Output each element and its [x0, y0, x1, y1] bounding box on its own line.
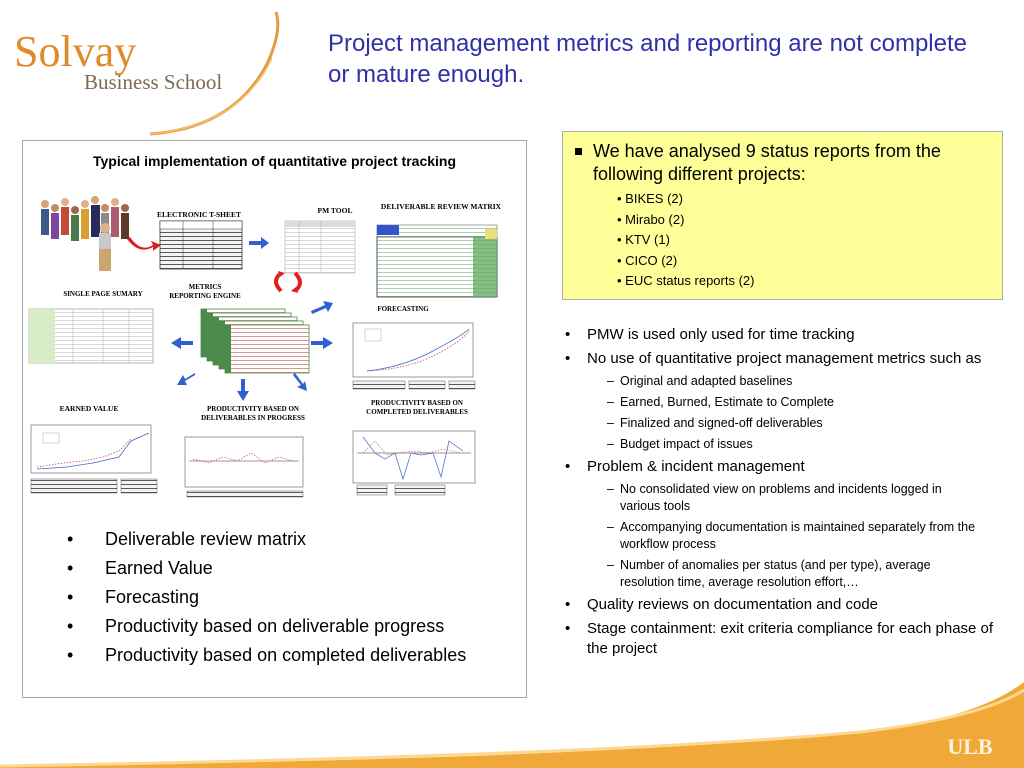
sub-item: –Number of anomalies per status (and per…: [607, 558, 931, 589]
arrow-down-icon: [237, 379, 249, 401]
list-item: • KTV (1): [617, 232, 670, 247]
list-item: •Quality reviews on documentation and co…: [565, 596, 879, 613]
arrow-to-forecasting-icon: [311, 301, 333, 314]
list-item: •Earned Value: [67, 558, 213, 578]
list-item: •No use of quantitative project manageme…: [565, 350, 982, 367]
slide-title: Project management metrics and reporting…: [328, 30, 967, 88]
list-item: • CICO (2): [617, 252, 678, 268]
prod-progress-chart-image: [184, 436, 304, 498]
prod-progress-label-2: DELIVERABLES IN PROGRESS: [201, 414, 305, 422]
left-bullet-list: •Deliverable review matrix •Earned Value…: [67, 527, 505, 672]
callout-text: We have analysed 9 status reports from t…: [593, 141, 941, 184]
review-matrix-label: DELIVERABLE REVIEW MATRIX: [381, 202, 502, 211]
prod-completed-label-1: PRODUCTIVITY BASED ON: [371, 399, 463, 407]
arrow-right-icon: [311, 337, 333, 349]
logo-title: Solvay: [14, 27, 137, 76]
list-item: • BIKES (2): [617, 191, 683, 206]
prod-completed-label-2: COMPLETED DELIVERABLES: [366, 408, 468, 416]
earned-value-label: EARNED VALUE: [60, 404, 119, 413]
reporting-engine-image: [200, 308, 310, 374]
list-item: •Productivity based on deliverable progr…: [67, 616, 445, 636]
panel-heading: Typical implementation of quantitative p…: [92, 153, 457, 169]
quantitative-tracking-panel: Typical implementation of quantitative p…: [22, 140, 527, 698]
engine-label-1: METRICS: [189, 283, 222, 291]
list-item: •Productivity based on completed deliver…: [67, 645, 467, 665]
people-group-image: [41, 196, 129, 271]
list-item: •Problem & incident management: [565, 458, 805, 475]
arrow-left-icon: [171, 337, 193, 349]
red-arrow-icon: [127, 237, 161, 251]
tracking-diagram: ELECTRONIC T-SHEET PM TOOL DELIVERABLE R…: [28, 196, 502, 498]
sub-item: –Earned, Burned, Estimate to Complete: [607, 395, 835, 409]
list-item: • EUC status reports (2): [617, 273, 755, 288]
list-item: •Stage containment: exit criteria compli…: [565, 620, 994, 657]
square-bullet-icon: [575, 148, 582, 155]
connector-arrow-icon: [249, 237, 269, 249]
ulb-logo: ULB: [947, 734, 993, 759]
arrow-down-right-icon: [293, 373, 307, 391]
pm-tool-label: PM TOOL: [318, 206, 353, 215]
sub-item: –Original and adapted baselines: [607, 374, 793, 388]
forecasting-chart-image: [352, 322, 476, 390]
list-item: •Deliverable review matrix: [67, 529, 307, 549]
list-item: • Mirabo (2): [617, 211, 685, 227]
pm-tool-image: [284, 220, 356, 274]
logo-swoosh: [149, 11, 280, 136]
findings-list: •PMW is used only used for time tracking…: [562, 325, 1002, 663]
bottom-swoosh: ULB: [0, 682, 1024, 768]
list-item: •PMW is used only used for time tracking: [565, 326, 855, 343]
arrow-down-left-icon: [177, 373, 195, 385]
sub-item: –Finalized and signed-off deliverables: [607, 416, 823, 430]
project-list: • BIKES (2) • Mirabo (2) • KTV (1) • CIC…: [617, 189, 754, 292]
forecasting-label: FORECASTING: [377, 305, 429, 313]
earned-value-chart-image: [30, 424, 158, 494]
logo-subtitle: Business School: [84, 70, 223, 94]
prod-completed-chart-image: [352, 430, 476, 496]
sub-item: –Budget impact of issues: [607, 437, 753, 451]
prod-progress-label-1: PRODUCTIVITY BASED ON: [207, 405, 299, 413]
engine-label-2: REPORTING ENGINE: [169, 292, 241, 300]
sub-item: –No consolidated view on problems and in…: [607, 482, 942, 513]
single-page-label: SINGLE PAGE SUMARY: [63, 290, 142, 298]
sub-item: –Accompanying documentation is maintaine…: [607, 520, 976, 551]
list-item: •Forecasting: [67, 587, 200, 607]
t-sheet-label: ELECTRONIC T-SHEET: [157, 210, 241, 219]
status-reports-callout: We have analysed 9 status reports from t…: [562, 131, 1003, 300]
